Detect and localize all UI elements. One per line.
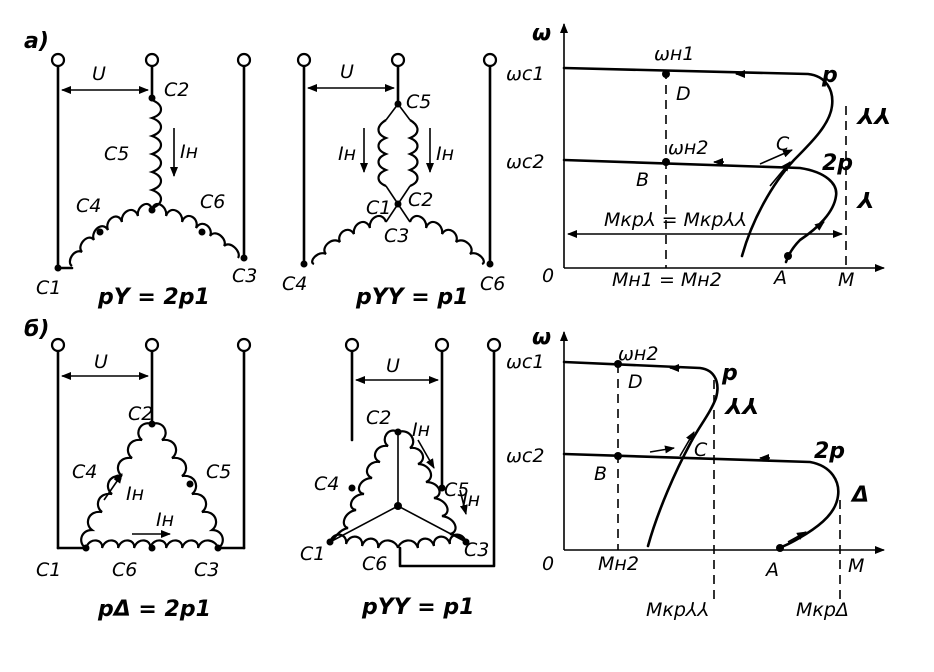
point-a-a: A [772, 267, 787, 289]
circuit-b-double-star: U C2 Iн Iн C4 C5 C1 C6 C3 pYY = p1 [300, 337, 502, 620]
label-yy-a: ⅄⅄ [856, 105, 890, 130]
terminal-c5-yy: C5 [406, 91, 431, 113]
origin-b: 0 [542, 553, 554, 575]
axis-omega-b: ω [532, 325, 551, 350]
label-2p-a: 2p [822, 151, 853, 176]
tap-c4-b2: C4 [314, 473, 339, 495]
label-p-a: p [821, 63, 838, 88]
terminal-c2: C2 [164, 79, 189, 101]
label-wc1-b: ωc1 [506, 351, 544, 373]
label-b: б) [24, 317, 49, 342]
point-d-b: D [628, 371, 643, 393]
label-mn2-b: Mн2 [598, 553, 639, 575]
tap-c4: C4 [76, 195, 101, 217]
label-wn2-b: ωн2 [618, 343, 658, 365]
terminal-c3-b2: C3 [464, 539, 489, 561]
tap-c5-b2: C5 [444, 479, 469, 501]
point-b-a: B [636, 169, 649, 191]
label-m-b: M [848, 555, 864, 577]
terminal-c3-yy: C3 [384, 225, 409, 247]
terminal-c3-d: C3 [194, 559, 219, 581]
terminal-c2-b2: C2 [366, 407, 391, 429]
label-mkr-a: Mкр⅄ = Mкр⅄⅄ [604, 209, 747, 231]
tap-c6-b2: C6 [362, 553, 387, 575]
current-in-left: Iн [338, 143, 356, 165]
point-c-b: C [694, 439, 708, 461]
label-wn2-a: ωн2 [668, 137, 708, 159]
current-in-b2-1: Iн [412, 419, 430, 441]
pole-formula-yy: pYY = p1 [355, 285, 468, 310]
label-wn1: ωн1 [654, 43, 694, 65]
label-2p-b: 2p [814, 439, 845, 464]
terminal-c6-yy: C6 [480, 273, 505, 295]
pole-formula-d: pΔ = 2p1 [97, 597, 211, 622]
pole-formula-y: pY = 2p1 [97, 285, 210, 310]
terminal-c1-yy: C1 [366, 197, 391, 219]
label-yy-b: ⅄⅄ [724, 395, 758, 420]
tap-c4-d: C4 [72, 461, 97, 483]
label-y-a: ⅄ [856, 189, 873, 214]
current-in-d1: Iн [126, 483, 144, 505]
tap-c6: C6 [200, 191, 225, 213]
circuit-b-delta: б) U C2 C4 C5 Iн Iн C1 C6 C3 pΔ = 2p1 [24, 317, 252, 622]
voltage-u-b: U [94, 351, 108, 373]
label-m-a: M [838, 269, 854, 291]
label-wc2-a: ωc2 [506, 151, 544, 173]
voltage-u-2: U [340, 61, 354, 83]
circuit-a-star: а) U C2 C5 Iн C4 C6 C1 C3 pY = 2p1 [24, 29, 257, 310]
tap-c5: C5 [104, 143, 129, 165]
tap-c5-d: C5 [206, 461, 231, 483]
label-mkr-d-b: MкрΔ [796, 599, 849, 621]
terminal-c1: C1 [36, 277, 61, 299]
label-mn-a: Mн1 = Mн2 [612, 269, 722, 291]
current-in-d2: Iн [156, 509, 174, 531]
label-wc1-a: ωc1 [506, 63, 544, 85]
label-p-b: p [721, 361, 738, 386]
current-in-b2-2: Iн [462, 489, 480, 511]
label-wc2-b: ωc2 [506, 445, 544, 467]
terminal-c2-d: C2 [128, 403, 153, 425]
terminal-c2-yy: C2 [408, 189, 433, 211]
circuit-a-double-star: U C5 Iн Iн C1 C2 C3 C4 C6 pYY = p1 [282, 52, 505, 310]
point-a-b: A [764, 559, 779, 581]
current-in-right: Iн [436, 143, 454, 165]
label-mkr-yy-b: Mкр⅄⅄ [646, 599, 709, 621]
terminal-c4-yy: C4 [282, 273, 307, 295]
voltage-u-b2: U [386, 355, 400, 377]
current-in: Iн [180, 141, 198, 163]
terminal-c1-d: C1 [36, 559, 61, 581]
voltage-u: U [92, 63, 106, 85]
pole-formula-yy-b: pYY = p1 [361, 595, 474, 620]
point-c-a: C [776, 133, 790, 155]
point-b-b: B [594, 463, 607, 485]
speed-torque-graph-a: ω 0 ωc1 ωc2 ωн1 ωн2 Mкр⅄ = Mкр⅄⅄ D B C A… [506, 21, 890, 291]
point-d-a: D [676, 83, 691, 105]
speed-torque-graph-b: ω 0 ωc1 ωc2 ωн2 D B C A p 2p ⅄⅄ Δ Mн2 M … [506, 325, 885, 621]
tap-c6-d: C6 [112, 559, 137, 581]
terminal-c3: C3 [232, 265, 257, 287]
origin-a: 0 [542, 265, 554, 287]
label-a: а) [24, 29, 49, 54]
label-delta-b: Δ [850, 483, 869, 508]
terminal-c1-b2: C1 [300, 543, 325, 565]
axis-omega-a: ω [532, 21, 551, 46]
